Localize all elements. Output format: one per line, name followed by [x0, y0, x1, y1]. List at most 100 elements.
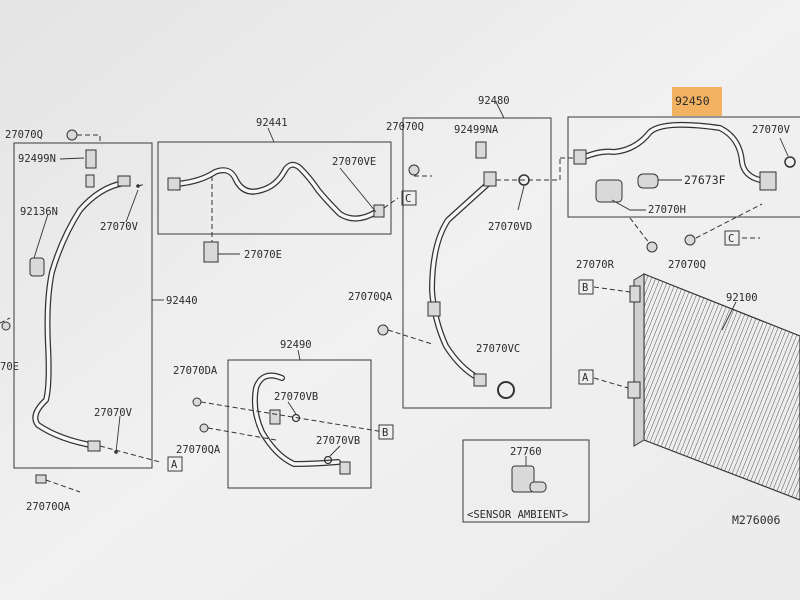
- label-27070h: 27070H: [648, 204, 686, 216]
- fitting-92450-left: [573, 149, 587, 165]
- label-92440: 92440: [166, 295, 198, 307]
- fitting-92441-left: [167, 177, 181, 191]
- pipe-92441: [174, 163, 378, 221]
- leader-line: [287, 401, 297, 415]
- label-27070qa-mid: 27070QA: [348, 291, 393, 303]
- bolt-27070da-icon: [192, 397, 202, 407]
- label-27760: 27760: [510, 446, 542, 458]
- valve-cap-92499na-icon: [475, 141, 487, 159]
- leader-line: [125, 189, 139, 223]
- label-27070qa-lower: 27070QA: [176, 444, 221, 456]
- valve-block-27070h-icon: [595, 179, 623, 203]
- fitting-92480-top: [483, 171, 497, 187]
- bracket-92136n-icon: [29, 257, 45, 277]
- bolt-27070qa-mid-icon: [377, 324, 389, 336]
- ref-c1: C: [405, 193, 411, 205]
- leader-line: [115, 415, 121, 453]
- label-27070vd: 27070VD: [488, 221, 532, 233]
- leader-dash: [137, 183, 147, 187]
- sensor-connector-icon: [529, 481, 547, 493]
- label-92441: 92441: [256, 117, 288, 129]
- label-27070r: 27070R: [576, 259, 615, 271]
- fitting-92450-right: [759, 171, 777, 191]
- ref-a1: A: [171, 459, 178, 471]
- leader-dash: [77, 134, 101, 142]
- leader-line: [329, 445, 341, 457]
- leader-dash: [99, 445, 161, 463]
- bolt-27070q-mid-icon: [408, 164, 420, 176]
- cap-27673f-icon: [637, 173, 659, 189]
- o-ring-27070vb2-icon: [323, 455, 333, 465]
- leader-line: [267, 127, 275, 143]
- fitting-92480-bottom: [473, 373, 487, 387]
- group-box-92490: [227, 359, 372, 489]
- fitting-92441-right: [373, 204, 385, 218]
- label-27070q-right: 27070Q: [668, 259, 706, 271]
- label-27070vc: 27070VC: [476, 343, 520, 355]
- leader-dash: [45, 479, 81, 493]
- label-27070e-edge: 70E: [0, 361, 19, 373]
- leader-line: [611, 199, 646, 211]
- group-box-92441: [157, 141, 392, 235]
- leader-line: [495, 101, 505, 119]
- ref-box-c1: [401, 190, 417, 206]
- ref-box-b2: [578, 279, 594, 295]
- label-92499n: 92499N: [18, 153, 56, 165]
- pipe-92490: [253, 373, 340, 466]
- valve-core-icon: [85, 174, 95, 188]
- label-92490: 92490: [280, 339, 312, 351]
- pipe-92440: [33, 181, 126, 448]
- edge-fitting-icon: [1, 321, 11, 331]
- fitting-top-left: [117, 175, 131, 187]
- reference-letters: C C B B A A: [171, 193, 734, 471]
- leader-line: [59, 157, 85, 160]
- leader-line: [33, 213, 49, 259]
- label-27070e: 27070E: [244, 249, 282, 261]
- leader-dash: [496, 158, 561, 181]
- ref-b1: B: [382, 427, 388, 439]
- ref-box-a2: [578, 369, 594, 385]
- ref-box-c2: [724, 230, 740, 246]
- label-27070q-top-left: 27070Q: [5, 129, 43, 141]
- bolt-27070r-icon: [646, 241, 658, 253]
- condenser-port-b: [629, 285, 641, 303]
- ref-box-a1: [167, 456, 183, 472]
- label-27070da: 27070DA: [173, 365, 218, 377]
- bolt-27070qa-lower-icon: [199, 423, 209, 433]
- condenser-port-a: [627, 381, 641, 399]
- diagram-id: M276006: [732, 513, 781, 527]
- leader-line: [339, 167, 377, 213]
- label-27070ve: 27070VE: [332, 156, 376, 168]
- mid-clamp-icon: [427, 301, 441, 317]
- bolt-27070q-right-icon: [684, 234, 696, 246]
- label-92450: 92450: [675, 94, 710, 108]
- leader-line: [297, 349, 301, 361]
- label-27070vb-1: 27070VB: [274, 391, 318, 403]
- label-27070v-right: 27070V: [752, 124, 791, 136]
- highlight-92450: [672, 87, 722, 116]
- sensor-ambient-box: [462, 439, 590, 523]
- label-92100: 92100: [726, 292, 758, 304]
- group-box-92480: [402, 117, 552, 409]
- label-92480: 92480: [478, 95, 510, 107]
- leader-dash: [593, 286, 631, 293]
- label-27070v-lower: 27070V: [94, 407, 133, 419]
- ref-a2: A: [582, 372, 589, 384]
- fitting-92490-mid: [269, 409, 281, 425]
- bolt-27070qa-icon: [35, 474, 47, 484]
- leader-line: [721, 301, 737, 331]
- o-ring-27070v-right-icon: [784, 156, 796, 168]
- leader-dash: [207, 427, 277, 441]
- leader-dash: [629, 217, 651, 245]
- part-labels: 27070Q 92499N 92136N 27070V 92440 70E 27…: [0, 94, 791, 527]
- leader-dot: [114, 450, 118, 454]
- o-ring-27070vb-icon: [291, 413, 301, 423]
- label-27070qa-bottom: 27070QA: [26, 501, 71, 513]
- ref-b2: B: [582, 282, 588, 294]
- leader-dash: [383, 197, 399, 209]
- leader-line: [779, 137, 789, 157]
- group-box-92450: [567, 116, 800, 218]
- leader-dash: [593, 377, 629, 389]
